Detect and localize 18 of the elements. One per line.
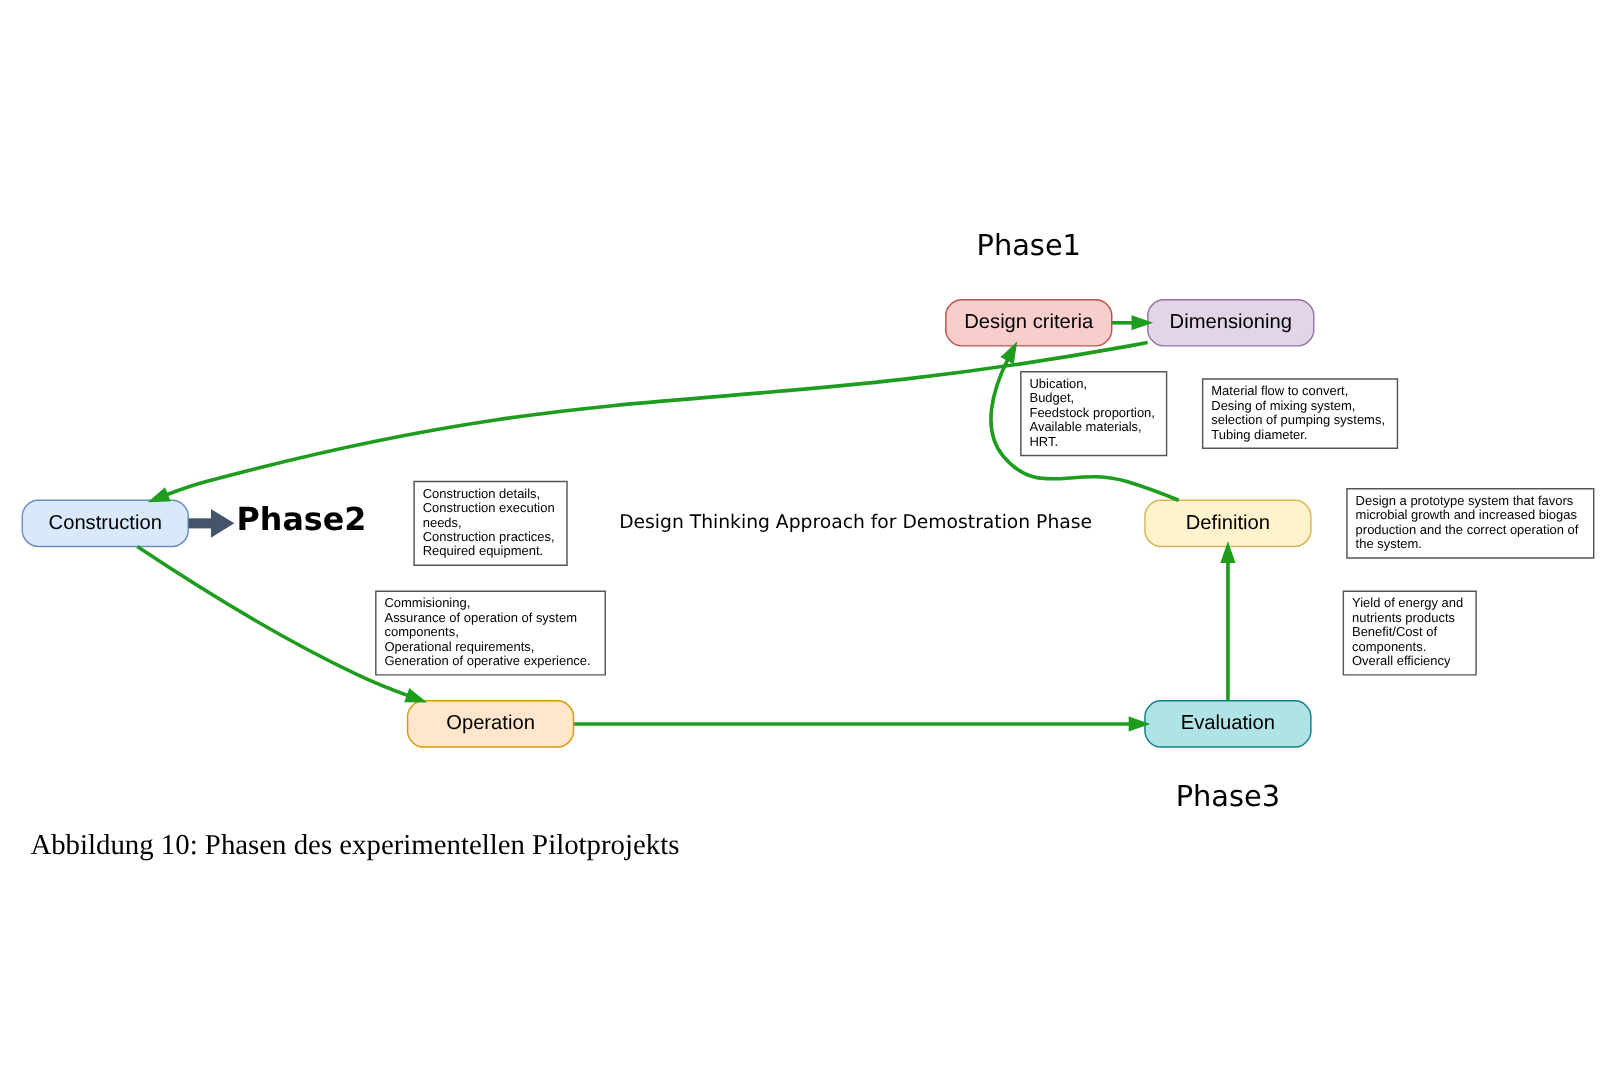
arrow (188, 509, 235, 538)
node-box: Evaluation (1144, 700, 1312, 748)
arrow (1112, 315, 1154, 331)
label: Phase3 (1175, 782, 1281, 815)
node-box: Dimensioning (1147, 298, 1315, 347)
label: Design Thinking Approach for Demostration Phase (619, 512, 1093, 535)
arrow (989, 341, 1180, 502)
node-box: Design criteria (945, 298, 1113, 347)
caption: Abbildung 10: Phasen des experimentellen Pilotprojekts (30, 829, 680, 862)
node-box: Construction (21, 499, 189, 548)
arrow (1220, 541, 1236, 701)
node-box: Operation (406, 700, 575, 748)
node-text: Phase2 (236, 499, 367, 538)
arrow (147, 340, 1148, 503)
arrow (136, 545, 428, 703)
node-box: Definition (1144, 499, 1312, 548)
label: Phase1 (976, 230, 1081, 263)
arrow (574, 716, 1151, 732)
